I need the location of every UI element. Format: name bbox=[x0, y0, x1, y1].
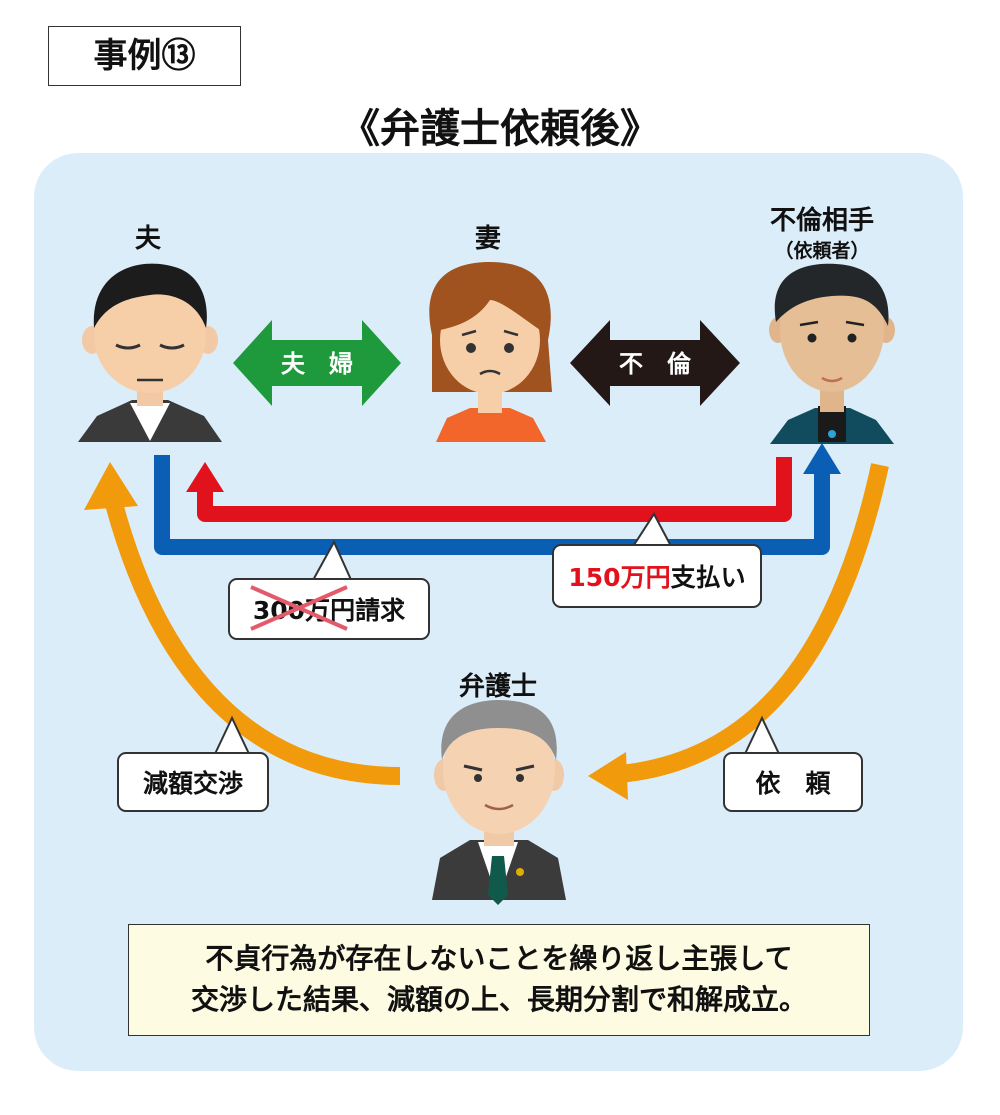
strike-cross-icon bbox=[250, 585, 348, 631]
affair-partner-label: 不倫相手 bbox=[769, 206, 874, 236]
affair-partner-figure bbox=[769, 263, 895, 444]
request-flow-arrow bbox=[588, 463, 889, 800]
summary-line-2: 交渉した結果、減額の上、長期分割で和解成立。 bbox=[190, 983, 807, 1016]
page-title: 《弁護士依頼後》 bbox=[340, 106, 660, 152]
summary-box: 不貞行為が存在しないことを繰り返し主張して 交渉した結果、減額の上、長期分割で和… bbox=[128, 924, 870, 1036]
summary-line-1: 不貞行為が存在しないことを繰り返し主張して bbox=[205, 942, 793, 976]
affair-arrow bbox=[570, 320, 740, 406]
affair-partner-note: （依頼者） bbox=[774, 240, 870, 262]
negotiation-callout: 減額交渉 bbox=[117, 752, 269, 812]
marriage-arrow-label: 夫 婦 bbox=[281, 350, 353, 378]
claim-line-arrow bbox=[154, 443, 841, 555]
affair-arrow-label: 不 倫 bbox=[619, 350, 692, 378]
marriage-arrow bbox=[233, 320, 401, 406]
lawyer-figure bbox=[432, 700, 566, 905]
claim-callout: 300万円 請求 bbox=[228, 578, 430, 640]
case-label: 事例⑬ bbox=[48, 26, 241, 86]
negotiation-flow-arrow bbox=[84, 462, 401, 785]
request-callout: 依 頼 bbox=[723, 752, 863, 812]
payment-line-arrow bbox=[186, 457, 792, 522]
payment-amount: 150万円 bbox=[568, 563, 671, 592]
wife-figure bbox=[429, 262, 552, 442]
payment-suffix: 支払い bbox=[670, 563, 746, 592]
husband-figure bbox=[78, 263, 222, 442]
claim-suffix: 請求 bbox=[355, 596, 406, 625]
claim-amount-wrap: 300万円 bbox=[250, 585, 355, 631]
husband-label: 夫 bbox=[134, 224, 161, 254]
payment-callout: 150万円 支払い bbox=[552, 544, 762, 608]
wife-label: 妻 bbox=[474, 224, 501, 254]
lawyer-label: 弁護士 bbox=[458, 672, 537, 702]
